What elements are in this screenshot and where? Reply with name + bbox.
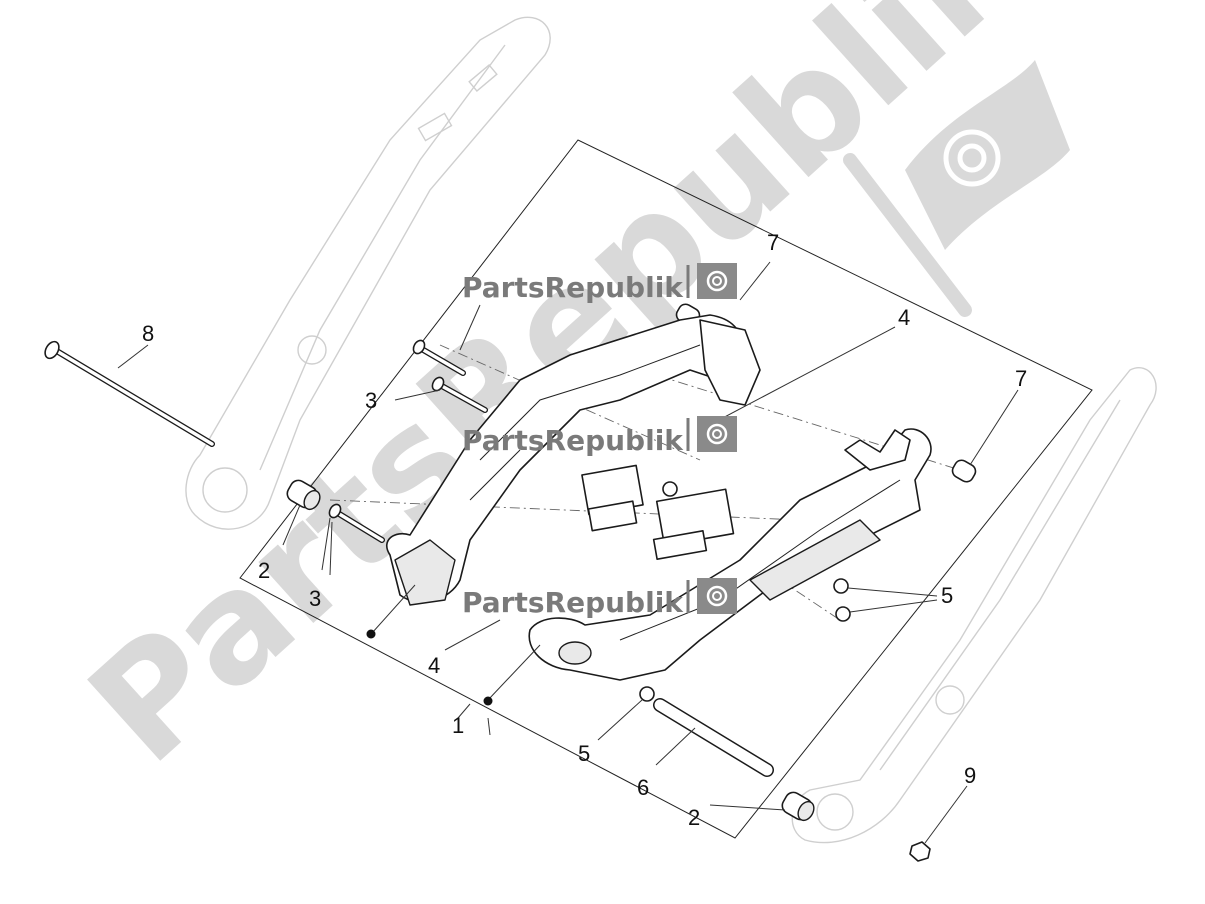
bolt-part — [431, 376, 488, 413]
watermark-badge: PartsRepublik — [462, 416, 737, 457]
callout-label: 3 — [365, 388, 377, 413]
axis-line — [639, 369, 961, 471]
callout-label: 3 — [309, 586, 321, 611]
callout-label: 2 — [688, 805, 700, 830]
callout-label: 5 — [578, 741, 590, 766]
watermark-text: PartsRepublik — [462, 586, 684, 619]
swingarm-left-part — [386, 314, 761, 606]
callout-label: 6 — [637, 775, 649, 800]
callout-label: 9 — [964, 763, 976, 788]
callout-label: 1 — [452, 713, 464, 738]
dot-marker-icon — [483, 696, 493, 706]
assembly-outline — [239, 139, 1093, 839]
callout-label: 4 — [898, 305, 910, 330]
bolt-part — [412, 339, 466, 376]
spacer-part — [639, 481, 851, 702]
gear-icon — [706, 270, 728, 292]
nut-part — [909, 841, 931, 862]
watermark-text: PartsRepublik — [462, 271, 684, 304]
axis-line — [779, 579, 841, 621]
callout-label: 2 — [258, 558, 270, 583]
leader-lines — [117, 261, 1019, 844]
small-bushing-part — [951, 459, 977, 483]
ghost-frame-left — [185, 16, 551, 530]
bushing-part — [286, 479, 321, 511]
callout-label: 7 — [1015, 366, 1027, 391]
long-bolt-part — [44, 340, 215, 447]
callout-label: 7 — [767, 230, 779, 255]
callout-label: 4 — [428, 653, 440, 678]
bolt-part — [328, 503, 385, 543]
callout-label: 5 — [941, 583, 953, 608]
swingarm-right-part — [528, 428, 932, 681]
dot-marker-icon — [366, 629, 376, 639]
callout-label: 8 — [142, 321, 154, 346]
pin-part — [653, 698, 774, 777]
bushing-part — [781, 791, 815, 822]
gear-icon — [706, 585, 728, 607]
gear-icon — [706, 423, 728, 445]
watermark-badge: PartsRepublik — [462, 578, 737, 619]
gear-icon — [943, 129, 1001, 187]
watermark-badge: PartsRepublik — [462, 263, 737, 304]
flag-logo-icon — [843, 60, 1070, 317]
axis-line — [329, 499, 801, 521]
watermark-text: PartsRepublik — [462, 424, 684, 457]
